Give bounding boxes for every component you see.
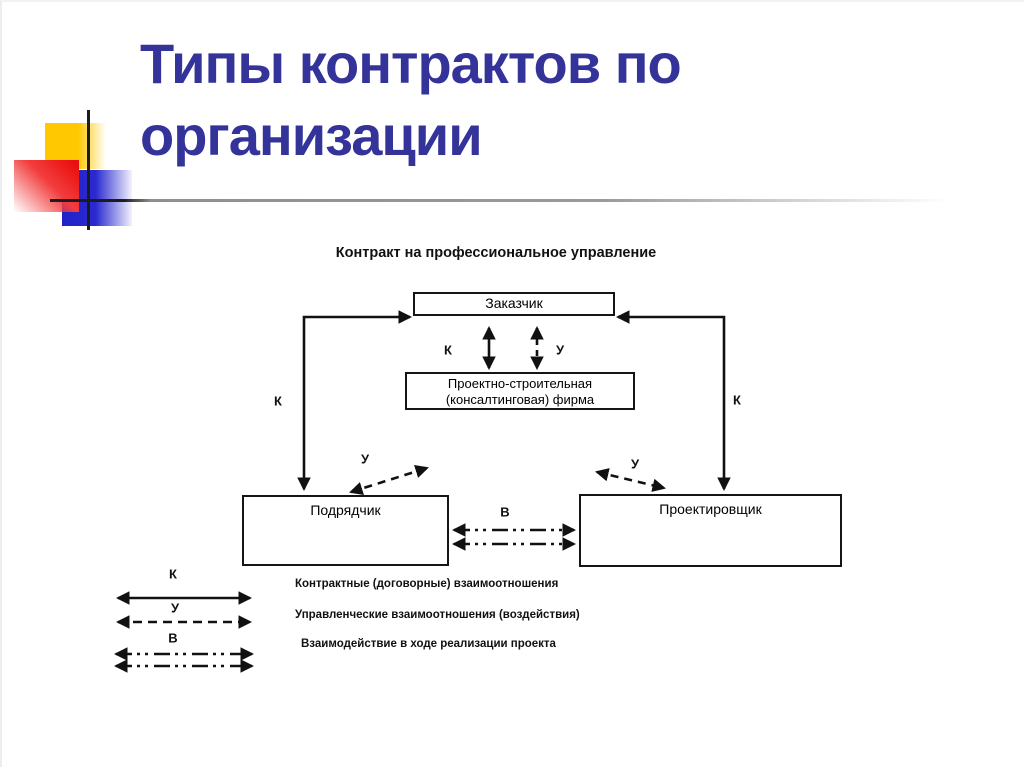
label-k-customer-contractor: К [274, 393, 282, 409]
label-u-firm-designer: У [630, 456, 640, 472]
decoration-red-square [14, 160, 79, 212]
label-v-contractor-designer: В [500, 504, 510, 520]
box-designer-label: Проектировщик [659, 501, 762, 517]
diagram-caption: Контракт на профессиональное управление [335, 245, 657, 261]
decoration-horizontal-rule [50, 199, 969, 202]
label-k-customer-designer: К [733, 392, 741, 408]
box-contractor-label: Подрядчик [310, 502, 381, 518]
box-contractor: Подрядчик [242, 495, 449, 566]
legend-text-contract: Контрактные (договорные) взаимоотношения [295, 578, 559, 590]
legend-symbol-v: В [168, 630, 178, 646]
box-consulting-firm-label-line-2: (консалтинговая) фирма [445, 392, 595, 407]
legend-text-management: Управленческие взаимоотношения (воздейст… [295, 609, 580, 621]
label-k-customer-firm: К [444, 342, 452, 358]
label-u-customer-firm: У [555, 342, 565, 358]
box-consulting-firm-label-line-1: Проектно-строительная [447, 376, 593, 391]
legend-symbol-u: У [170, 600, 180, 616]
box-designer: Проектировщик [579, 494, 842, 567]
box-customer: Заказчик [413, 292, 615, 316]
connector-u-firm-contractor [349, 465, 429, 495]
connector-k-customer-contractor [297, 310, 413, 492]
legend-symbol-k: К [169, 566, 177, 582]
slide-title-line-1: Типы контрактов по [140, 32, 682, 95]
legend-text-interaction: Взаимодействие в ходе реализации проекта [301, 638, 556, 650]
connector-u-firm-designer [595, 468, 666, 492]
decoration-vertical-line [87, 110, 90, 230]
box-consulting-firm: Проектно-строительная (консалтинговая) ф… [405, 372, 635, 410]
box-customer-label: Заказчик [485, 295, 543, 311]
label-u-firm-contractor: У [360, 451, 370, 467]
slide-title: Типы контрактов по организации [140, 28, 900, 172]
slide-title-line-2: организации [140, 104, 483, 167]
